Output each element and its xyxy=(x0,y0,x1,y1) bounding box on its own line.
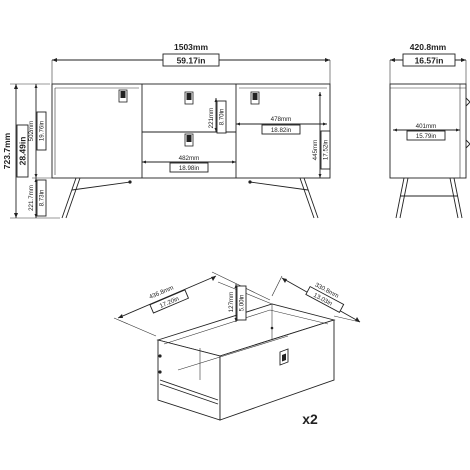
leg-height-dimension: 221.7mm 8.73in xyxy=(28,178,47,218)
drawer-front-panel xyxy=(219,319,335,421)
overall-height-in: 28.49in xyxy=(18,137,28,166)
right-height-in: 17.52in xyxy=(323,139,330,160)
drawer-height-mm: 221mm xyxy=(208,108,215,129)
drawer-isometric-view: 436.8mm 17.20in 127mm 5.00in 330.8mm 13.… xyxy=(113,271,361,427)
drawer-height-mm: 127mm xyxy=(228,292,235,313)
drawer-height-dimension: 221mm 8.70in xyxy=(208,98,227,134)
handle-icon xyxy=(250,91,260,105)
right-width-in: 18.82in xyxy=(271,127,292,134)
side-depth-in: 16.57in xyxy=(415,56,444,66)
side-legs xyxy=(395,177,463,219)
side-depth-mm: 420.8mm xyxy=(410,42,447,52)
drawer-width-in: 18.98in xyxy=(179,165,200,172)
side-inner-dimension: 401mm 15.79in xyxy=(393,123,460,141)
drawer-height-dimension: 127mm 5.00in xyxy=(217,281,273,322)
overall-height-dimension: 723.7mm 28.49in xyxy=(2,83,60,219)
handle-icon xyxy=(184,133,194,147)
right-height-dimension: 445mm 17.52in xyxy=(312,92,331,178)
front-view: 1503mm 59.17in xyxy=(2,42,331,219)
body-height-in: 19.76in xyxy=(39,120,46,141)
side-inner-mm: 401mm xyxy=(416,123,437,130)
leg-height-in: 8.73in xyxy=(39,189,46,206)
side-view: 420.8mm 16.57in 401mm 15.79in xyxy=(389,42,470,219)
body-height-dimension: 502mm 19.76in xyxy=(28,84,52,179)
right-width-dimension: 478mm 18.82in xyxy=(236,116,327,135)
overall-width-in: 59.17in xyxy=(177,56,206,66)
drawer-height-in: 5.00in xyxy=(239,294,246,311)
body-height-mm: 502mm xyxy=(28,121,35,142)
overall-height-mm: 723.7mm xyxy=(2,132,12,169)
cabinet-legs xyxy=(61,177,319,219)
drawer-count: x2 xyxy=(302,411,318,427)
overall-width-dimension: 1503mm 59.17in xyxy=(51,42,331,84)
handle-icon xyxy=(184,91,194,105)
drawer-width-dimension: 482mm 18.98in xyxy=(142,155,236,173)
drawer-height-in: 8.70in xyxy=(219,108,226,125)
right-width-mm: 478mm xyxy=(271,116,292,123)
drawer-handle-icon xyxy=(279,348,289,366)
right-height-mm: 445mm xyxy=(312,140,319,161)
side-inner-in: 15.79in xyxy=(416,133,437,140)
leg-height-mm: 221.7mm xyxy=(28,185,35,211)
side-depth-dimension: 420.8mm 16.57in xyxy=(389,42,467,84)
handle-icon xyxy=(118,89,128,103)
overall-width-mm: 1503mm xyxy=(174,42,208,52)
drawer-width-mm: 482mm xyxy=(179,155,200,162)
